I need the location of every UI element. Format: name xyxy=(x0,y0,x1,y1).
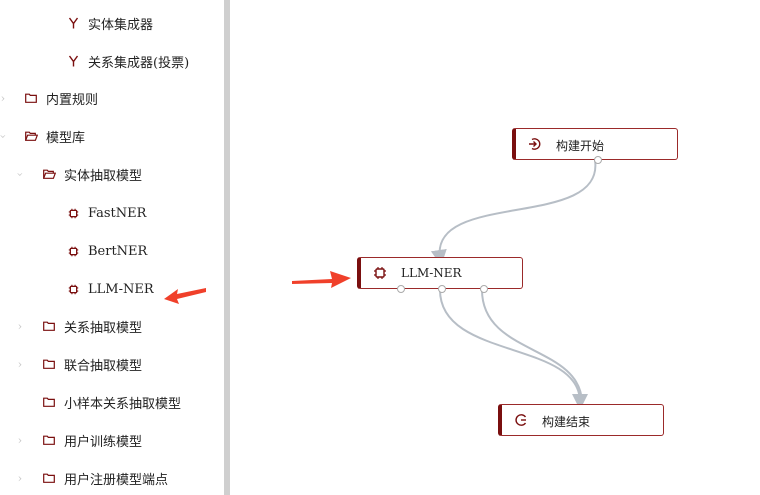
node-label: 构建结束 xyxy=(542,415,591,429)
folder-open-icon xyxy=(42,167,56,181)
chevron-right-icon[interactable]: › xyxy=(17,319,23,333)
folder-icon xyxy=(42,357,56,371)
sidebar-item[interactable]: › 内置规则 xyxy=(0,86,224,110)
output-port[interactable] xyxy=(480,285,488,293)
sidebar-item[interactable]: 小样本关系抽取模型 xyxy=(0,390,224,414)
annotation-arrow-icon xyxy=(292,271,351,288)
sidebar-item[interactable]: › 联合抽取模型 xyxy=(0,352,224,376)
folder-icon xyxy=(42,471,56,485)
node-label: LLM-NER xyxy=(401,266,462,280)
sidebar-item[interactable]: › 实体抽取模型 xyxy=(0,162,224,186)
sidebar-item-label: 用户训练模型 xyxy=(64,434,143,450)
node-build-end[interactable]: 构建结束 xyxy=(498,404,664,436)
start-icon xyxy=(529,138,541,150)
node-label: 构建开始 xyxy=(556,139,605,153)
chevron-right-icon[interactable]: › xyxy=(17,433,23,447)
sidebar-item-label: 小样本关系抽取模型 xyxy=(64,396,182,412)
sidebar-resize-handle[interactable] xyxy=(224,0,230,495)
chevron-right-icon[interactable]: › xyxy=(17,357,23,371)
end-icon xyxy=(515,414,527,426)
sidebar-item-label: 实体集成器 xyxy=(88,17,154,33)
folder-icon xyxy=(24,91,38,105)
sidebar-item[interactable]: BertNER xyxy=(0,239,224,263)
chip-icon xyxy=(66,206,80,220)
output-port[interactable] xyxy=(594,156,602,164)
sidebar: 规则器实体集成器关系集成器(投票)›内置规则›模型库›实体抽取模型FastNER… xyxy=(0,0,224,495)
sidebar-item-label: 实体抽取模型 xyxy=(64,168,143,184)
sidebar-item-label: 内置规则 xyxy=(46,92,99,108)
folder-icon xyxy=(42,319,56,333)
sidebar-item[interactable]: › 用户注册模型端点 xyxy=(0,466,224,490)
folder-icon xyxy=(42,433,56,447)
chip-icon xyxy=(66,282,80,296)
sidebar-item[interactable]: › 用户训练模型 xyxy=(0,428,224,452)
chevron-right-icon[interactable]: › xyxy=(17,471,23,485)
merge-icon xyxy=(66,54,80,68)
annotation-arrow-icon xyxy=(164,288,206,304)
node-llm-ner[interactable]: LLM-NER xyxy=(357,257,523,293)
sidebar-item-label: 模型库 xyxy=(46,130,86,146)
sidebar-item[interactable]: 实体集成器 xyxy=(0,11,224,35)
sidebar-item[interactable]: › 关系抽取模型 xyxy=(0,314,224,338)
sidebar-item-label: 用户注册模型端点 xyxy=(64,472,169,488)
folder-open-icon xyxy=(24,129,38,143)
workflow-canvas[interactable]: 构建开始 LLM-NER 构建结束 xyxy=(230,0,760,495)
edge-start-to-llm[interactable] xyxy=(430,159,597,266)
folder-icon xyxy=(42,395,56,409)
chevron-down-icon[interactable]: › xyxy=(0,131,10,141)
output-port[interactable] xyxy=(397,285,405,293)
sidebar-item-label: BertNER xyxy=(88,243,148,259)
sidebar-item-label: FastNER xyxy=(88,205,147,221)
sidebar-item[interactable]: 关系集成器(投票) xyxy=(0,49,224,73)
chip-icon xyxy=(66,244,80,258)
sidebar-item[interactable]: FastNER xyxy=(0,201,224,225)
sidebar-item-label: LLM-NER xyxy=(88,281,154,297)
sidebar-item[interactable]: LLM-NER xyxy=(0,277,224,301)
sidebar-item-label: 联合抽取模型 xyxy=(64,358,143,374)
edge-llm-to-end-1[interactable] xyxy=(439,289,588,410)
chip-icon xyxy=(374,267,386,279)
output-port[interactable] xyxy=(438,285,446,293)
sidebar-item[interactable]: › 模型库 xyxy=(0,124,224,148)
edge-llm-to-end-2[interactable] xyxy=(481,289,583,403)
edges-layer xyxy=(430,159,597,410)
chevron-down-icon[interactable]: › xyxy=(13,171,27,177)
chevron-right-icon[interactable]: › xyxy=(0,91,6,105)
node-build-start[interactable]: 构建开始 xyxy=(512,128,678,164)
merge-icon xyxy=(66,16,80,30)
sidebar-item-label: 关系集成器(投票) xyxy=(88,55,190,71)
sidebar-item-label: 关系抽取模型 xyxy=(64,320,143,336)
